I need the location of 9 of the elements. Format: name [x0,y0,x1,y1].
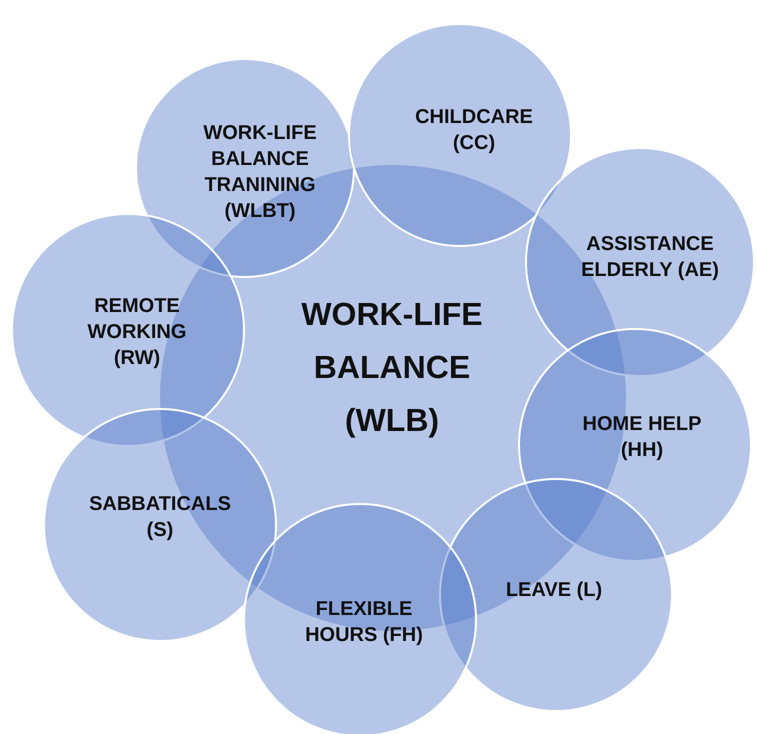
circle-label: ASSISTANCE ELDERLY (AE) [580,232,720,283]
circle-label: WORK-LIFE BALANCE (WLB) [300,295,484,440]
circle-label: LEAVE (L) [504,578,604,603]
circle-label: FLEXIBLE HOURS (FH) [304,597,424,648]
circle-label: SABBATICALS (S) [88,492,232,543]
circle-label: REMOTE WORKING (RW) [86,294,188,371]
circle-label: WORK-LIFE BALANCE TRANINING (WLBT) [202,121,318,224]
circle-label: CHILDCARE (CC) [414,105,534,156]
circle-label: HOME HELP (HH) [582,412,702,463]
